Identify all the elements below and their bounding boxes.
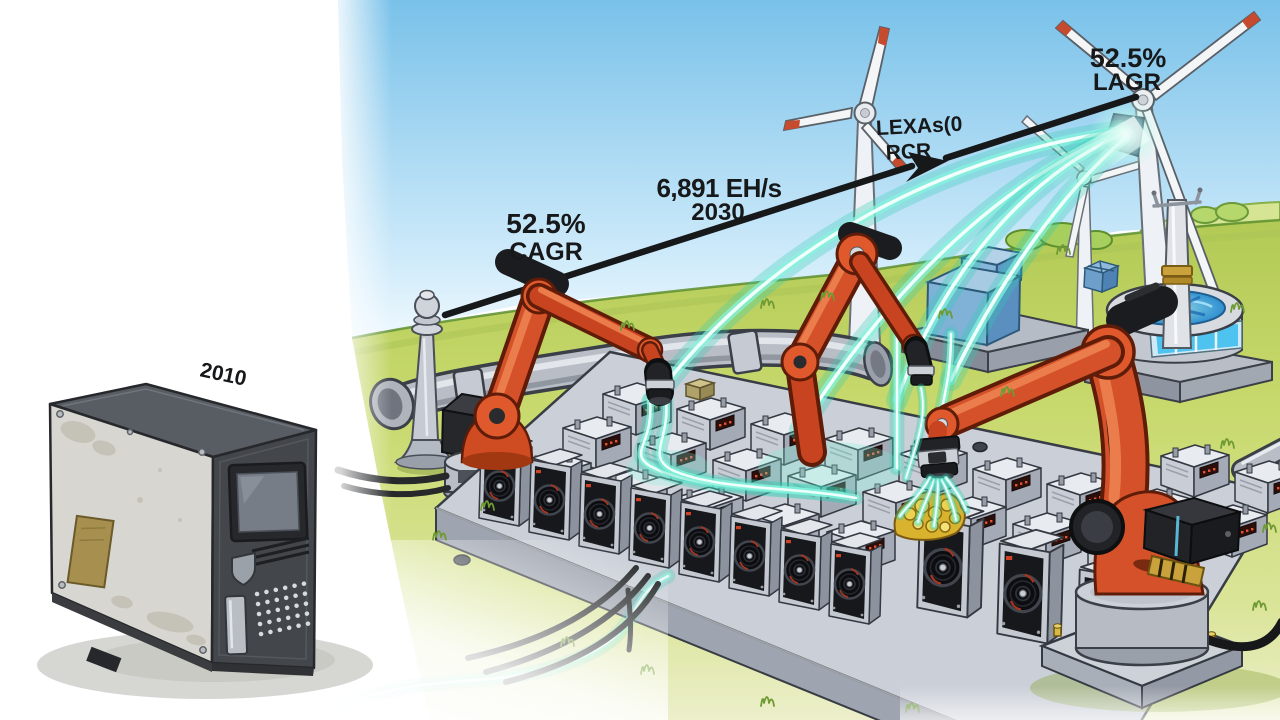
bottom-fade [900,686,1280,720]
computer-screen [227,461,309,543]
label-turbine-note-1: LEXAs(0 [875,113,962,140]
robot-arm-middle [780,222,935,467]
shield-emblem-icon [231,551,256,587]
dispenser-gripper [913,420,961,482]
label-cagr-value: 52.5% [506,208,585,239]
labels: 52.5% CAGR 6,891 EH/s 2030 LEXAs(0 RCR 5… [198,43,1166,391]
panel-stains [60,420,206,646]
power-cable-right [1193,617,1280,652]
growth-arrow-head [906,152,948,182]
label-year-2010: 2010 [198,359,248,391]
corner-fade [296,540,668,720]
computer-keypad [254,580,314,637]
computer-vents [251,536,310,567]
miner-back-rows [523,378,1280,581]
label-hashrate-year: 2030 [691,199,744,226]
computer-handle [224,594,249,656]
label-hashrate-value: 6,891 EH/s [656,173,781,203]
computer-sticker [66,514,115,589]
sky [338,0,1280,338]
label-turbine-note-2: RCR [885,139,932,164]
label-lagr: LAGR [1093,69,1161,96]
label-cagr: CAGR [509,238,583,266]
old-computer-tower [37,382,373,699]
panel-screws [56,410,207,654]
label-lagr-value: 52.5% [1090,43,1167,73]
pebble [972,441,988,453]
beam-spray [895,383,971,531]
robot-arm-left [460,249,675,470]
